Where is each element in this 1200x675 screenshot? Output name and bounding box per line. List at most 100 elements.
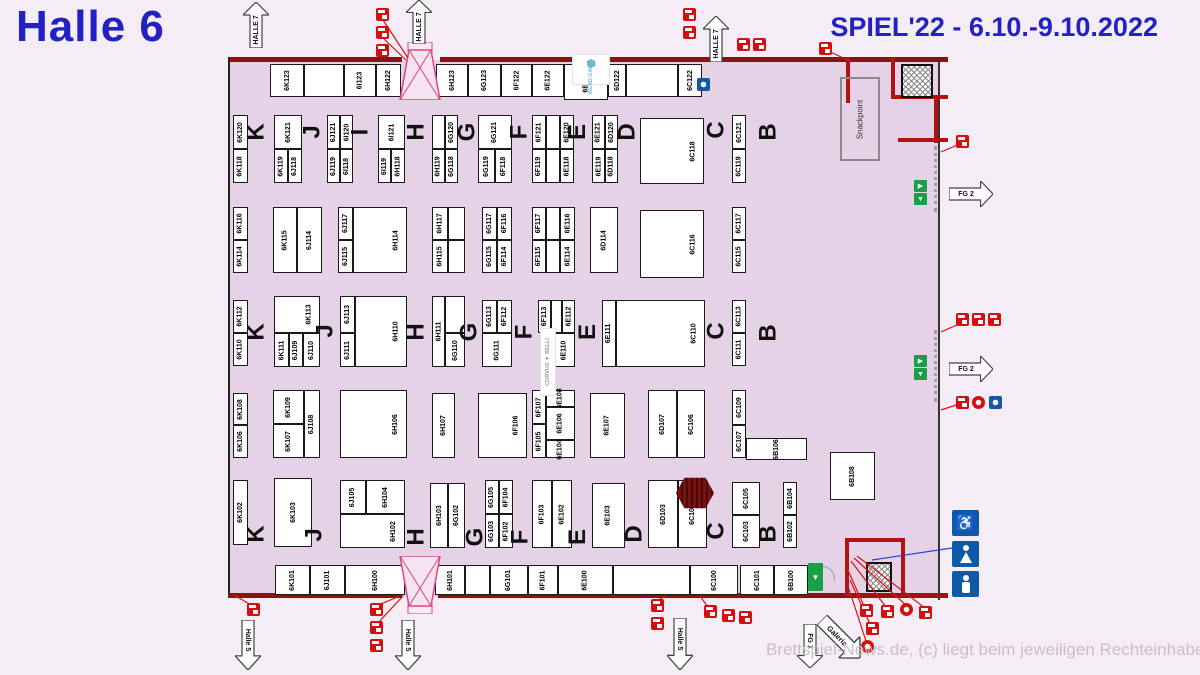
booth-6G110: 6G110 xyxy=(445,333,465,367)
booth-6G117: 6G117 xyxy=(482,207,497,240)
booth-label: 6J110 xyxy=(308,340,315,360)
booth-6C115: 6C115 xyxy=(732,240,746,273)
booth-label: 6C111 xyxy=(735,339,743,360)
fire-extinguisher-icon xyxy=(956,135,969,148)
fire-extinguisher-icon xyxy=(860,604,873,617)
booth-6E116: 6E116 xyxy=(560,207,575,240)
booth-label: 6K107 xyxy=(284,430,292,452)
fire-alarm-icon xyxy=(861,640,874,653)
booth-6C101: 6C101 xyxy=(740,565,774,595)
booth-empty xyxy=(546,207,560,240)
booth-6F106: 6F106 xyxy=(478,393,527,458)
booth-label: 6H101 xyxy=(446,569,454,591)
fire-extinguisher-icon xyxy=(919,606,932,619)
fire-extinguisher-icon xyxy=(881,605,894,618)
booth-label: 6F119 xyxy=(535,156,543,176)
booth-6H106: 6H106 xyxy=(340,390,407,458)
booth-label: 6C119 xyxy=(735,155,743,177)
booth-label: 6D118 xyxy=(608,155,615,177)
exit-arrow-halle-5: Halle 5 xyxy=(235,620,261,670)
booth-label: 6H117 xyxy=(436,213,444,234)
fire-extinguisher-icon xyxy=(956,396,969,409)
bead-game-label: BEAD GAME xyxy=(588,60,594,94)
booth-6J118: 6J118 xyxy=(288,149,302,183)
info-icon xyxy=(989,396,1002,409)
booth-label: 6G123 xyxy=(481,69,488,92)
booth-label: 6H123 xyxy=(448,70,456,91)
booth-label: 6F106 xyxy=(512,415,520,436)
booth-6G121: 6G121 xyxy=(478,115,512,149)
booth-6H122: 6H122 xyxy=(376,64,401,97)
wall-bottom-right xyxy=(438,593,850,598)
booth-empty xyxy=(546,149,560,183)
fire-extinguisher-icon xyxy=(753,38,766,51)
fire-extinguisher-icon xyxy=(739,611,752,624)
aisle-letter-H: H xyxy=(402,123,430,141)
booth-6E112: 6E112 xyxy=(562,300,575,333)
booth-6D114: 6D114 xyxy=(590,207,618,273)
exit-arrow-halle-5: Halle 5 xyxy=(667,618,693,670)
booth-label: 6C106 xyxy=(687,413,695,435)
man-pictogram xyxy=(960,575,972,593)
bead-game-logo: BEAD GAME xyxy=(572,54,610,94)
booth-6J121: 6J121 xyxy=(327,115,340,149)
exit-arrow-fg-1: FG 1 xyxy=(797,624,823,668)
booth-label: 6C110 xyxy=(690,323,698,344)
booth-6D122: 6D122 xyxy=(608,64,626,97)
booth-label: 6F112 xyxy=(501,306,508,327)
aisle-letter-H: H xyxy=(402,323,430,341)
fire-extinguisher-icon xyxy=(370,639,383,652)
booth-label: 6E103 xyxy=(605,505,612,526)
booth-6E121: 6E121 xyxy=(592,115,605,149)
booth-6J110: 6J110 xyxy=(303,333,320,367)
booth-label: 6K102 xyxy=(237,502,245,523)
booth-label: 6J111 xyxy=(344,340,352,360)
booth-6B104: 6B104 xyxy=(783,482,797,515)
snackpoint-area: Snackpoint xyxy=(840,77,880,161)
booth-label: 6G119 xyxy=(483,155,491,177)
booth-label: 6H119 xyxy=(435,155,442,177)
arrow-shape xyxy=(667,618,693,670)
booth-label: 6D103 xyxy=(659,503,667,525)
booth-label: 6F105 xyxy=(535,431,543,451)
exit-arrow-halle-5: Halle 5 xyxy=(395,620,421,670)
booth-label: 6G121 xyxy=(491,121,499,143)
booth-6H118: 6H118 xyxy=(391,149,405,183)
booth-label: 6H122 xyxy=(384,70,392,91)
booth-label: 6I123 xyxy=(356,71,364,90)
booth-label: 6H107 xyxy=(439,415,447,436)
booth-label: 6K111 xyxy=(278,340,286,360)
booth-6E114: 6E114 xyxy=(560,240,575,273)
booth-6J108: 6J108 xyxy=(304,390,320,458)
booth-6C111: 6C111 xyxy=(732,333,746,366)
booth-6K103: 6K103 xyxy=(274,478,312,547)
booth-label: 6F118 xyxy=(500,156,507,176)
aisle-letter-K: K xyxy=(242,525,270,543)
booth-label: 6E118 xyxy=(563,156,571,176)
booth-6D107: 6D107 xyxy=(648,390,677,458)
snackpoint-label: Snackpoint xyxy=(855,99,865,139)
gate-bottom xyxy=(396,555,444,615)
booth-label: 6G102 xyxy=(453,504,460,527)
booth-label: 6E111 xyxy=(605,323,613,344)
booth-label: 6J113 xyxy=(344,304,351,325)
booth-6F115: 6F115 xyxy=(532,240,546,273)
booth-6K118: 6K118 xyxy=(233,149,248,183)
watermark-text: Brettspiel-News.de, (c) liegt beim jewei… xyxy=(766,640,1200,659)
booth-label: 6E112 xyxy=(565,306,573,327)
corvus-belli-label: CORVUS ▼ BELLI xyxy=(545,338,552,386)
booth-6J101: 6J101 xyxy=(310,565,345,595)
booth-label: 6K119 xyxy=(277,155,285,177)
aisle-letter-J: J xyxy=(298,125,326,139)
booth-label: 6G117 xyxy=(486,213,494,234)
booth-6D118: 6D118 xyxy=(605,149,618,183)
aisle-letter-D: D xyxy=(613,123,641,141)
booth-6C100: 6C100 xyxy=(690,565,738,595)
wall-left xyxy=(228,57,230,597)
booth-6J115: 6J115 xyxy=(338,240,353,273)
aisle-letter-G: G xyxy=(453,122,481,142)
booth-6H114: 6H114 xyxy=(353,207,407,273)
gate-top xyxy=(396,41,444,101)
booth-6F122: 6F122 xyxy=(501,64,532,97)
wall-bottom-left xyxy=(228,593,402,598)
